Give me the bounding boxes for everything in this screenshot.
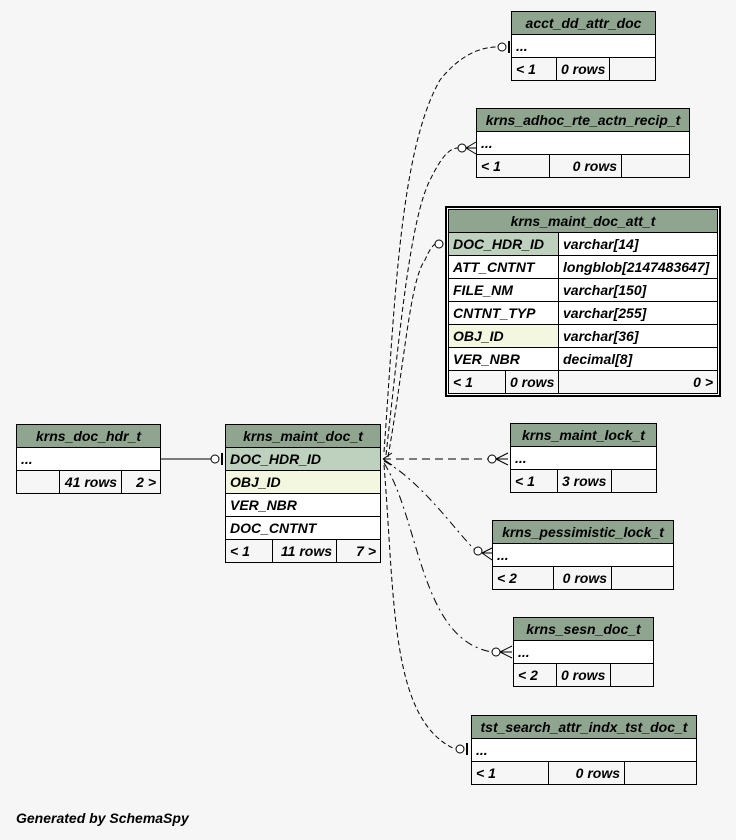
parents-count[interactable]: < 1 xyxy=(515,473,535,489)
parents-count[interactable] xyxy=(17,471,59,493)
row-count: 0 rows xyxy=(556,664,610,686)
table-title[interactable]: krns_maint_lock_t xyxy=(511,424,656,447)
column-type: varchar[150] xyxy=(558,279,717,301)
edge-to-krns-adhoc xyxy=(385,147,459,456)
column-type: varchar[255] xyxy=(558,302,717,324)
table-title[interactable]: acct_dd_attr_doc xyxy=(512,12,655,35)
children-count[interactable]: 0 > xyxy=(558,371,717,393)
table-title[interactable]: krns_sesn_doc_t xyxy=(514,618,653,641)
column-name-doc-hdr-id[interactable]: DOC_HDR_ID xyxy=(449,233,558,255)
children-count[interactable] xyxy=(611,470,656,492)
row-count: 41 rows xyxy=(59,471,121,493)
columns-ellipsis: ... xyxy=(481,135,493,151)
column-type: decimal[8] xyxy=(558,348,717,370)
children-count[interactable] xyxy=(624,762,696,784)
row-count: 0 rows xyxy=(553,567,611,589)
table-acct-dd-attr-doc[interactable]: acct_dd_attr_doc ... < 1 0 rows xyxy=(511,11,656,81)
edge-to-tst-search-attr xyxy=(383,464,456,750)
row-count: 11 rows xyxy=(272,540,336,562)
table-krns-doc-hdr-t[interactable]: krns_doc_hdr_t ... 41 rows 2 > xyxy=(16,424,161,494)
edge-end-circle xyxy=(210,454,220,464)
columns-ellipsis: ... xyxy=(515,450,527,466)
parents-count[interactable]: < 2 xyxy=(518,667,538,683)
table-krns-sesn-doc-t[interactable]: krns_sesn_doc_t ... < 2 0 rows xyxy=(513,617,654,687)
children-count[interactable] xyxy=(610,664,653,686)
column-name-ver-nbr[interactable]: VER_NBR xyxy=(453,351,520,367)
column-name-doc-hdr-id[interactable]: DOC_HDR_ID xyxy=(230,451,322,467)
table-krns-maint-lock-t[interactable]: krns_maint_lock_t ... < 1 3 rows xyxy=(510,423,657,493)
children-count[interactable] xyxy=(609,58,655,80)
row-count: 3 rows xyxy=(557,470,611,492)
column-name-att-cntnt[interactable]: ATT_CNTNT xyxy=(453,259,535,275)
edge-to-krns-sesn-doc xyxy=(383,462,493,653)
row-count: 0 rows xyxy=(556,58,609,80)
column-type: longblob[2147483647] xyxy=(558,256,717,278)
parents-count[interactable]: < 1 xyxy=(481,158,501,174)
children-count[interactable] xyxy=(621,155,689,177)
table-krns-pessimistic-lock-t[interactable]: krns_pessimistic_lock_t ... < 2 0 rows xyxy=(492,520,674,590)
parents-count[interactable]: < 1 xyxy=(516,61,536,77)
columns-ellipsis: ... xyxy=(476,742,488,758)
children-count[interactable] xyxy=(611,567,673,589)
table-title[interactable]: krns_maint_doc_att_t xyxy=(449,210,717,233)
table-title[interactable]: krns_doc_hdr_t xyxy=(17,425,160,448)
column-name-obj-id[interactable]: OBJ_ID xyxy=(230,474,281,490)
row-count: 0 rows xyxy=(505,371,558,393)
column-name-cntnt-typ[interactable]: CNTNT_TYP xyxy=(453,305,536,321)
parents-count[interactable]: < 1 xyxy=(476,765,496,781)
table-tst-search-attr-indx-tst-doc-t[interactable]: tst_search_attr_indx_tst_doc_t ... < 1 0… xyxy=(471,715,697,785)
table-title[interactable]: tst_search_attr_indx_tst_doc_t xyxy=(472,716,696,739)
parents-count[interactable]: < 1 xyxy=(230,543,250,559)
column-name-obj-id[interactable]: OBJ_ID xyxy=(449,325,558,347)
columns-ellipsis: ... xyxy=(497,547,509,563)
table-title[interactable]: krns_adhoc_rte_actn_recip_t xyxy=(477,109,689,132)
table-krns-maint-doc-t[interactable]: krns_maint_doc_t DOC_HDR_ID OBJ_ID VER_N… xyxy=(225,424,381,563)
parents-count[interactable]: < 2 xyxy=(497,570,517,586)
generated-by-label: Generated by SchemaSpy xyxy=(16,810,189,826)
table-krns-adhoc-rte-actn-recip-t[interactable]: krns_adhoc_rte_actn_recip_t ... < 1 0 ro… xyxy=(476,108,690,178)
row-count: 0 rows xyxy=(549,155,621,177)
column-type: varchar[14] xyxy=(558,233,717,255)
table-title[interactable]: krns_maint_doc_t xyxy=(226,425,380,448)
table-krns-maint-doc-att-t[interactable]: krns_maint_doc_att_t DOC_HDR_ID varchar[… xyxy=(445,206,721,397)
table-title[interactable]: krns_pessimistic_lock_t xyxy=(493,521,673,544)
row-count: 0 rows xyxy=(548,762,624,784)
column-name-doc-cntnt[interactable]: DOC_CNTNT xyxy=(230,520,317,536)
column-name-file-nm[interactable]: FILE_NM xyxy=(453,282,513,298)
columns-ellipsis: ... xyxy=(21,451,33,467)
edge-to-krns-maint-doc-att xyxy=(387,243,437,458)
columns-ellipsis: ... xyxy=(516,38,528,54)
children-count[interactable]: 2 > xyxy=(121,471,160,493)
columns-ellipsis: ... xyxy=(518,644,530,660)
edge-to-acct-dd-attr-doc xyxy=(383,46,499,453)
column-type: varchar[36] xyxy=(558,325,717,347)
children-count[interactable]: 7 > xyxy=(336,540,380,562)
parents-count[interactable]: < 1 xyxy=(453,374,473,390)
column-name-ver-nbr[interactable]: VER_NBR xyxy=(230,497,297,513)
edge-to-krns-pessimistic-lock xyxy=(383,460,475,550)
